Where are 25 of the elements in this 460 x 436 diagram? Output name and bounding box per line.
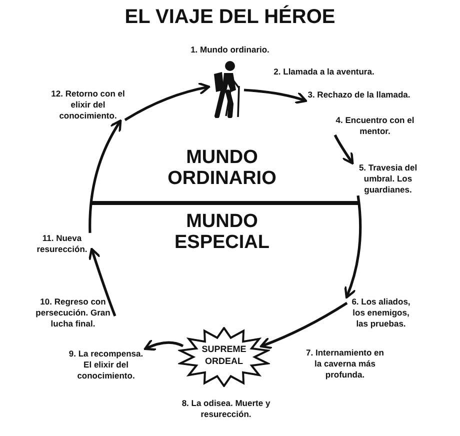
stage-label: 3. Rechazo de la llamada.	[299, 89, 419, 101]
arrow	[334, 134, 354, 164]
arrow	[124, 82, 210, 122]
ordeal-text: SUPREME ORDEAL	[200, 344, 248, 368]
stage-label: 1. Mundo ordinario.	[190, 44, 270, 56]
stage-label: 7. Internamiento en la caverna más profunda.	[306, 347, 384, 381]
stage-label: 8. La odisea. Muerte y resurección.	[180, 398, 272, 420]
arrow	[144, 338, 184, 351]
arrow	[88, 120, 122, 233]
starburst-shape	[178, 327, 270, 387]
stage-label: 6. Los aliados, los enemigos, las pruebas.	[347, 296, 415, 330]
stage-label: 10. Regreso con persecución. Gran lucha final.	[31, 296, 115, 330]
world-label: MUNDO ESPECIAL	[173, 212, 271, 254]
arrow	[244, 88, 308, 104]
stage-label: 2. Llamada a la aventura.	[264, 66, 384, 78]
stage-label: 5. Travesia del umbral. Los guardianes.	[352, 162, 424, 196]
stage-label: 4. Encuentro con el mentor.	[335, 114, 415, 138]
stage-label: 11. Nueva resurección.	[32, 232, 92, 256]
arrow	[88, 248, 116, 316]
arrow	[344, 195, 362, 299]
world-label: MUNDO ORDINARIO	[166, 148, 278, 190]
stage-label: 12. Retorno con el elixir del conocimiento.	[51, 88, 125, 122]
arrow	[260, 302, 348, 350]
stage-label: 9. La recompensa. El elixir del conocimiento.	[66, 348, 146, 382]
diagram-title: EL VIAJE DEL HÉROE	[124, 6, 336, 28]
